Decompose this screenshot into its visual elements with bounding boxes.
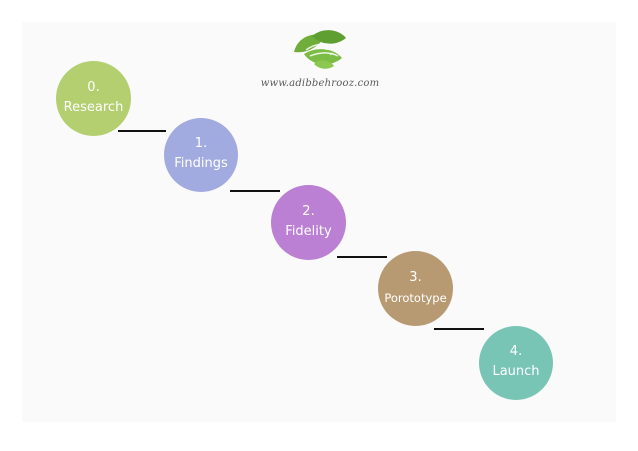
connector-2-3 xyxy=(337,256,387,258)
step-number: 3. xyxy=(409,269,422,285)
step-label: Porototype xyxy=(384,290,447,305)
site-url: www.adibbehrooz.com xyxy=(260,78,380,89)
step-number: 2. xyxy=(302,203,315,219)
step-label: Findings xyxy=(174,156,228,171)
step-label: Fidelity xyxy=(285,223,332,239)
step-number: 1. xyxy=(194,136,208,151)
step-label: Research xyxy=(63,99,124,115)
connector-3-4 xyxy=(434,328,484,330)
connector-0-1 xyxy=(118,130,166,132)
step-findings: 1. Findings xyxy=(164,118,238,192)
step-number: 0. xyxy=(87,79,100,95)
leaf-logo-icon xyxy=(294,30,346,69)
step-prototype: 3. Porototype xyxy=(378,251,453,326)
connector-1-2 xyxy=(230,190,280,192)
step-launch: 4. Launch xyxy=(479,326,553,400)
step-fidelity: 2. Fidelity xyxy=(271,185,346,260)
step-number: 4. xyxy=(509,344,523,359)
step-label: Launch xyxy=(492,364,540,379)
step-research: 0. Research xyxy=(56,61,131,136)
